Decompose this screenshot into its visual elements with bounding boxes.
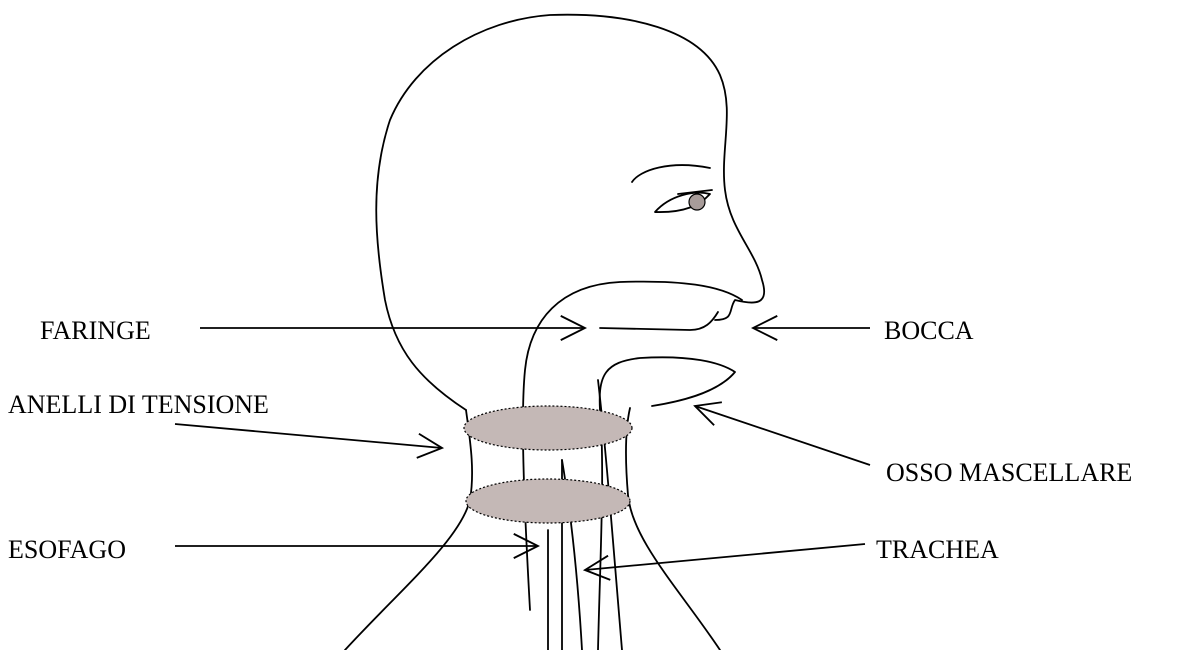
osso-arrow [695,406,870,465]
trachea-arrow [585,544,865,570]
trachea-label: TRACHEA [876,537,999,563]
brow-line [632,165,710,182]
mouth-line [600,312,718,330]
faringe-label: FARINGE [40,318,151,344]
tension-ring-upper [464,406,632,450]
bocca-label: BOCCA [884,318,974,344]
head-outline [376,15,764,410]
anelli-di-tensione-label: ANELLI DI TENSIONE [8,392,269,418]
tension-ring-lower [466,479,630,523]
neck-back-line [345,410,472,650]
osso-mascellare-label: OSSO MASCELLARE [886,460,1132,486]
neck-front-line [626,408,720,650]
anelli-arrow [175,424,442,448]
esofago-label: ESOFAGO [8,537,126,563]
eye-iris [689,194,705,210]
